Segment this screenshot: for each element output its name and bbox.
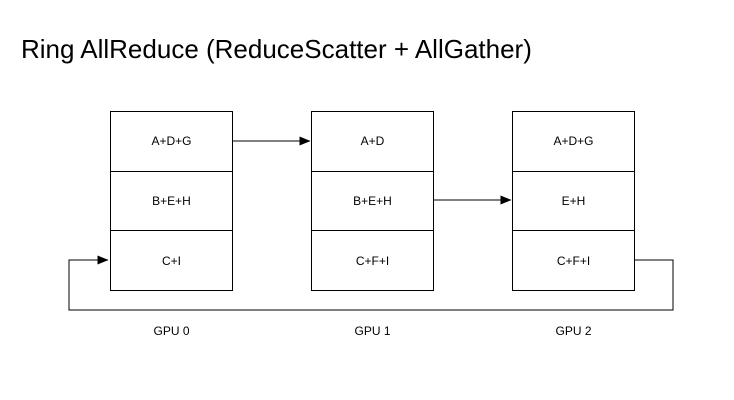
gpu-2-cell-1: E+H [513,170,634,231]
gpu-2-box: A+D+G E+H C+F+I [512,111,635,291]
gpu-1-label: GPU 1 [354,324,391,338]
gpu-1-cell-1: B+E+H [312,170,433,231]
gpu-2-cell-2: C+F+I [513,230,634,290]
gpu-1-cell-2: C+F+I [312,230,433,290]
diagram-title: Ring AllReduce (ReduceScatter + AllGathe… [21,34,532,64]
gpu-0-box: A+D+G B+E+H C+I [110,111,233,291]
gpu-1-cell-0: A+D [360,134,385,149]
gpu-0-cell-0: A+D+G [151,134,192,149]
gpu-0-label: GPU 0 [153,324,190,338]
gpu-1-box: A+D B+E+H C+F+I [311,111,434,291]
gpu-0-cell-1: B+E+H [111,170,232,231]
gpu-2-label: GPU 2 [555,324,592,338]
gpu-2-cell-0: A+D+G [553,134,594,149]
gpu-0-cell-2: C+I [111,230,232,290]
